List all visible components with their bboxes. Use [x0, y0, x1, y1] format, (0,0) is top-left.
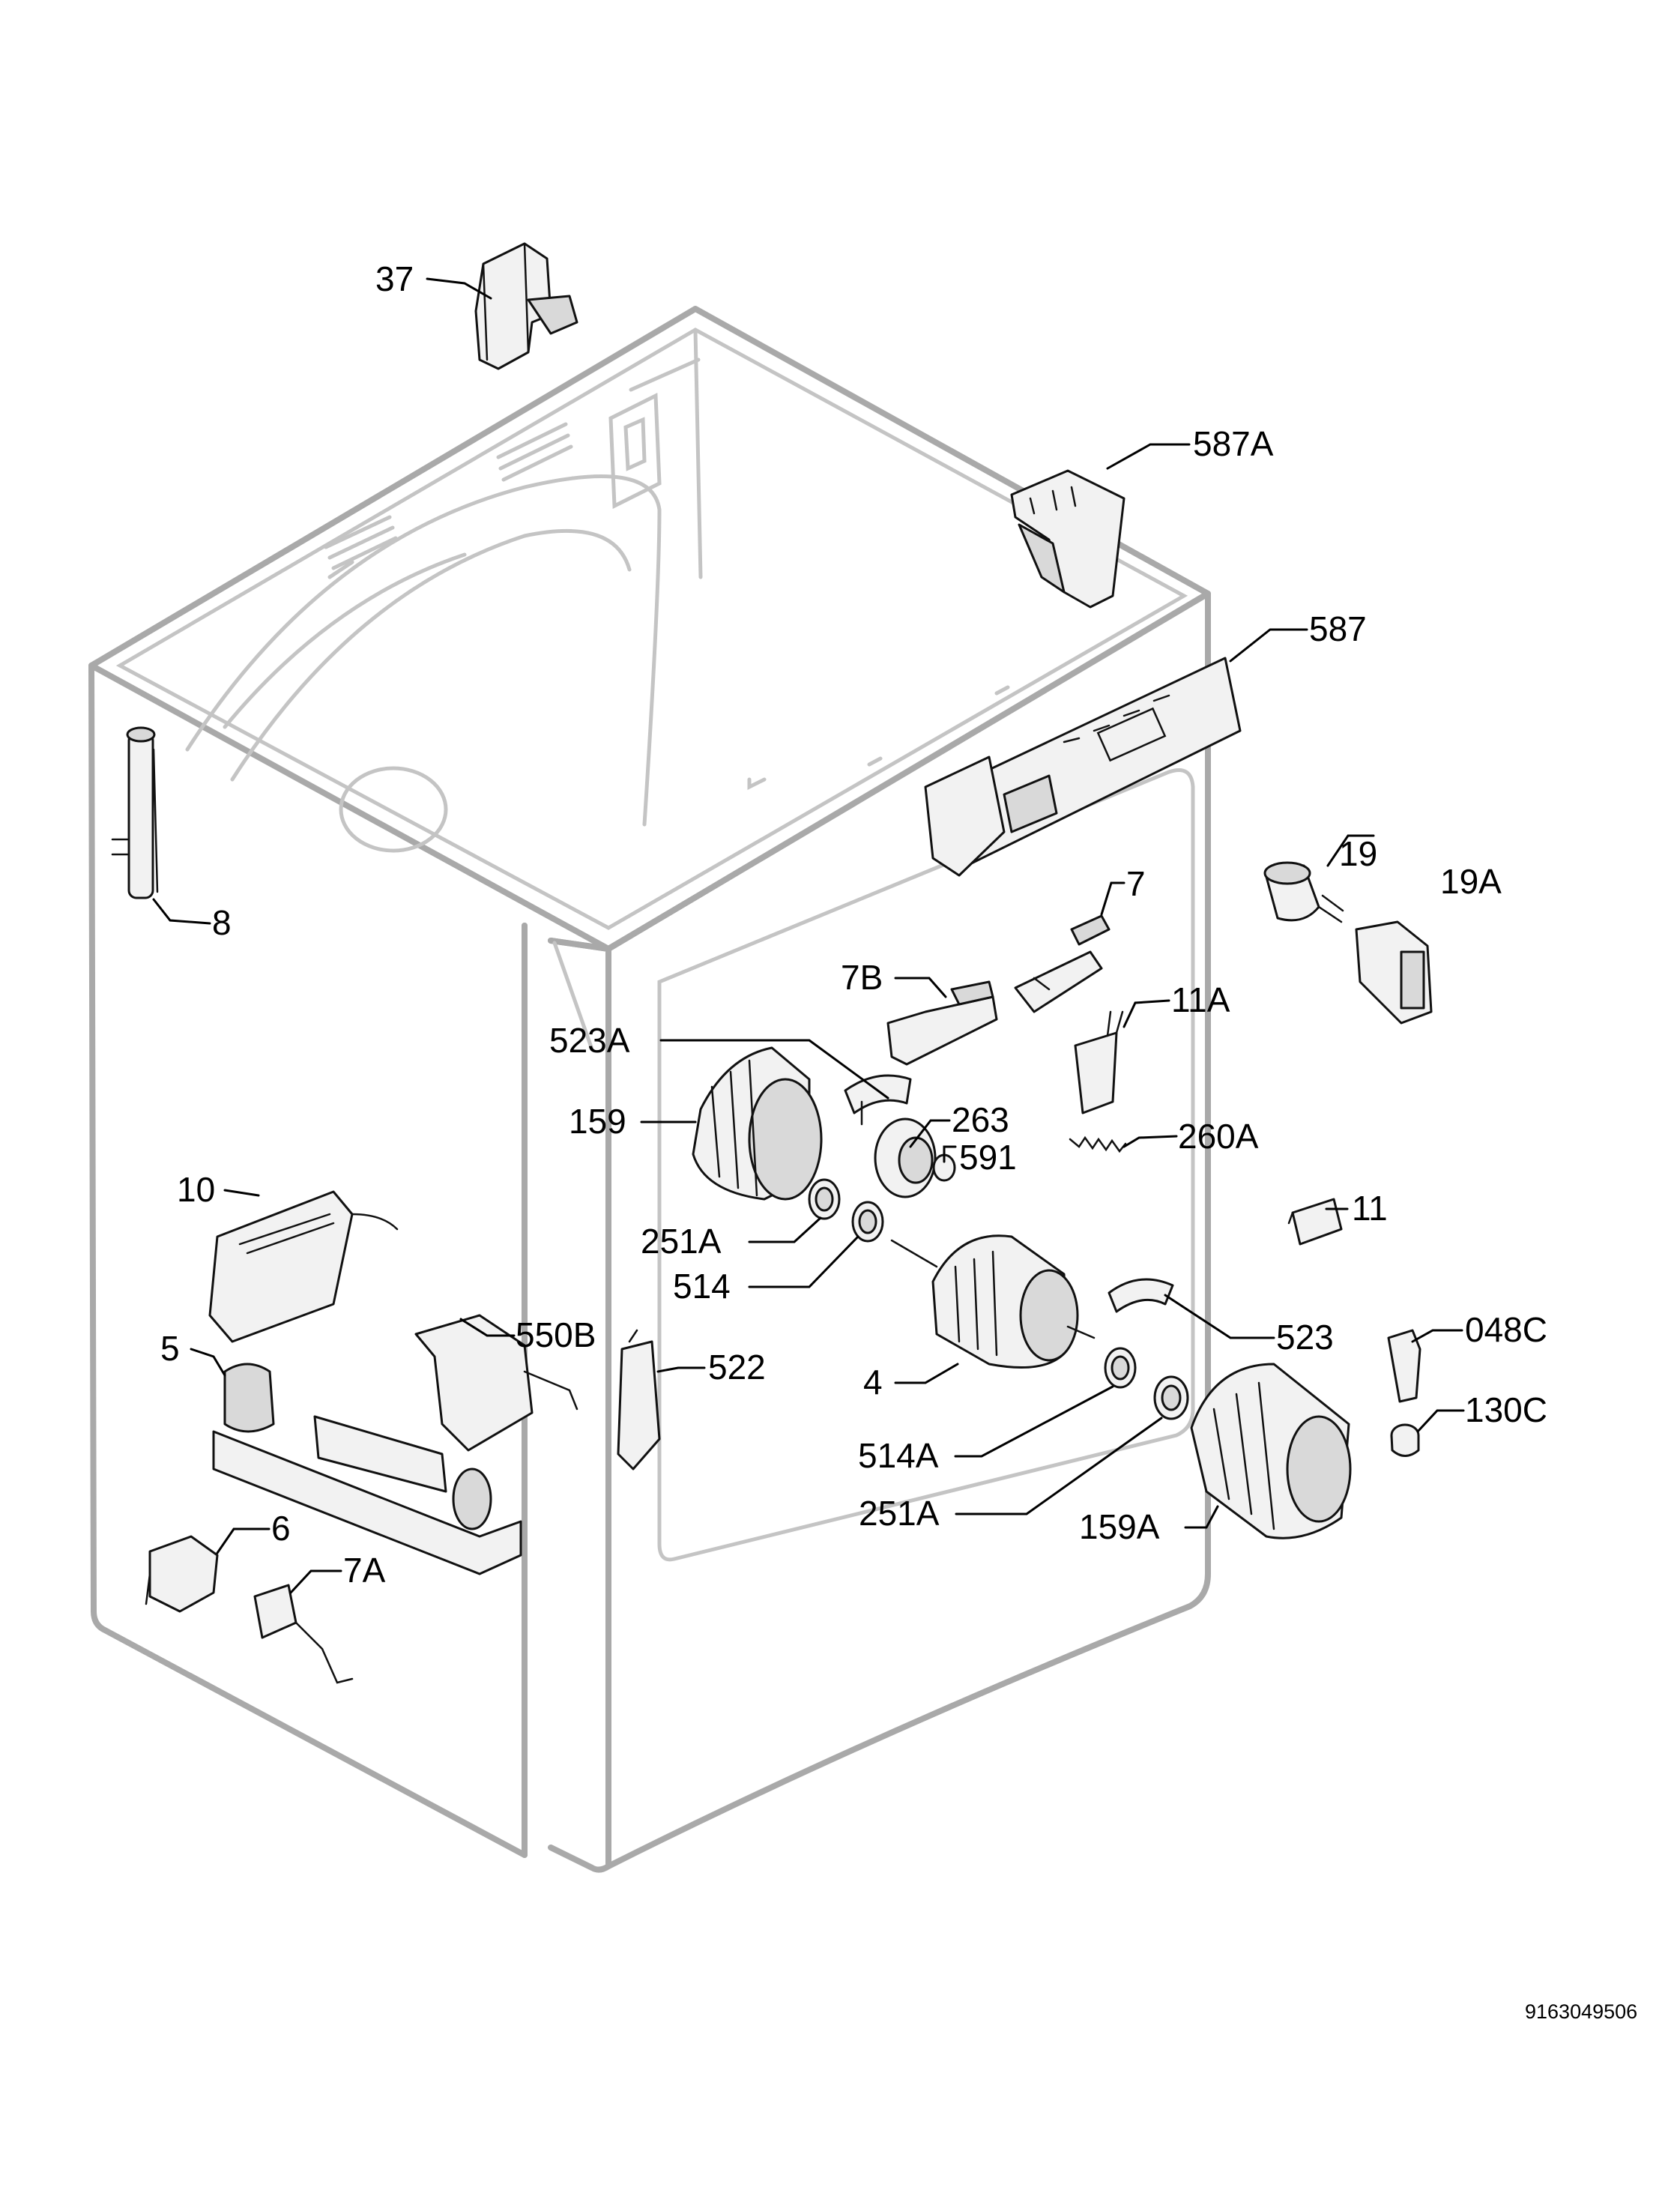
callout-263: 263 [952, 1100, 1009, 1139]
callout-7A: 7A [343, 1551, 386, 1590]
part-550B-pump-cover [414, 1314, 578, 1452]
part-8-sensor [111, 726, 159, 899]
part-5-pump-assembly [212, 1363, 522, 1575]
part-048C-screw [1387, 1329, 1421, 1403]
callout-522: 522 [708, 1348, 766, 1387]
part-11A-capacitor [1074, 1010, 1124, 1114]
part-11-capacitor [1287, 1198, 1343, 1246]
document-id: 9163049506 [1525, 2000, 1637, 2023]
part-263-pulley [874, 1117, 937, 1198]
part-251A-bearing-lower [1153, 1375, 1189, 1420]
part-523-belt-guide [1108, 1278, 1174, 1313]
callout-11: 11 [1352, 1189, 1388, 1228]
callout-10: 10 [177, 1170, 215, 1209]
callout-514A: 514A [858, 1436, 939, 1475]
part-7-microswitch [1014, 914, 1111, 1013]
dryer-cabinet [88, 306, 1211, 1873]
callout-labels: 37 587A 587 8 19 19A 7 7B 11A 523A 263 1… [160, 259, 1547, 1590]
callout-251A-upper: 251A [641, 1222, 722, 1261]
callout-7: 7 [1126, 864, 1146, 903]
part-7B-switch [886, 980, 998, 1066]
part-514A-bearing [1104, 1347, 1137, 1389]
callout-4: 4 [863, 1363, 883, 1402]
callout-11A: 11A [1171, 980, 1230, 1019]
part-10-heater [208, 1190, 399, 1343]
callout-6: 6 [271, 1509, 291, 1548]
part-251A-bearing [808, 1178, 841, 1220]
callout-251A-lower: 251A [859, 1494, 940, 1533]
leader-lines [152, 277, 1465, 1594]
callout-19: 19 [1339, 834, 1377, 873]
part-260A-spring [1069, 1135, 1127, 1153]
callout-048C: 048C [1465, 1310, 1547, 1349]
callout-8: 8 [212, 903, 232, 942]
callout-159A: 159A [1079, 1507, 1160, 1546]
part-514-bearing [851, 1201, 884, 1243]
callout-550B: 550B [516, 1315, 596, 1354]
callout-37: 37 [375, 259, 414, 298]
part-19-filter [1263, 861, 1344, 923]
callout-19A: 19A [1440, 862, 1502, 901]
part-587-electronic-board [924, 657, 1242, 877]
callout-587A: 587A [1193, 424, 1274, 463]
callout-587: 587 [1309, 609, 1367, 648]
callout-523: 523 [1276, 1318, 1334, 1357]
callout-514: 514 [673, 1267, 731, 1306]
part-19A-filter-holder [1355, 920, 1433, 1025]
part-6-thermostat [145, 1535, 219, 1613]
part-4-motor [890, 1234, 1096, 1369]
part-587A-bracket [1010, 469, 1125, 609]
callout-523A: 523A [549, 1021, 630, 1060]
callout-130C: 130C [1465, 1390, 1547, 1429]
part-159A-fan [1190, 1363, 1352, 1539]
part-37-door-lock [474, 242, 578, 370]
callout-7B: 7B [841, 958, 883, 997]
part-130C-nut [1390, 1423, 1420, 1457]
part-7A-microswitch [253, 1584, 354, 1684]
part-159-drum-roller [692, 1046, 823, 1201]
part-522-door-switch [617, 1329, 661, 1471]
part-523A-belt-guide [844, 1074, 912, 1126]
callout-260A: 260A [1178, 1117, 1259, 1156]
callout-5: 5 [160, 1329, 180, 1368]
callout-159: 159 [569, 1102, 626, 1141]
callout-591: 591 [959, 1138, 1017, 1177]
